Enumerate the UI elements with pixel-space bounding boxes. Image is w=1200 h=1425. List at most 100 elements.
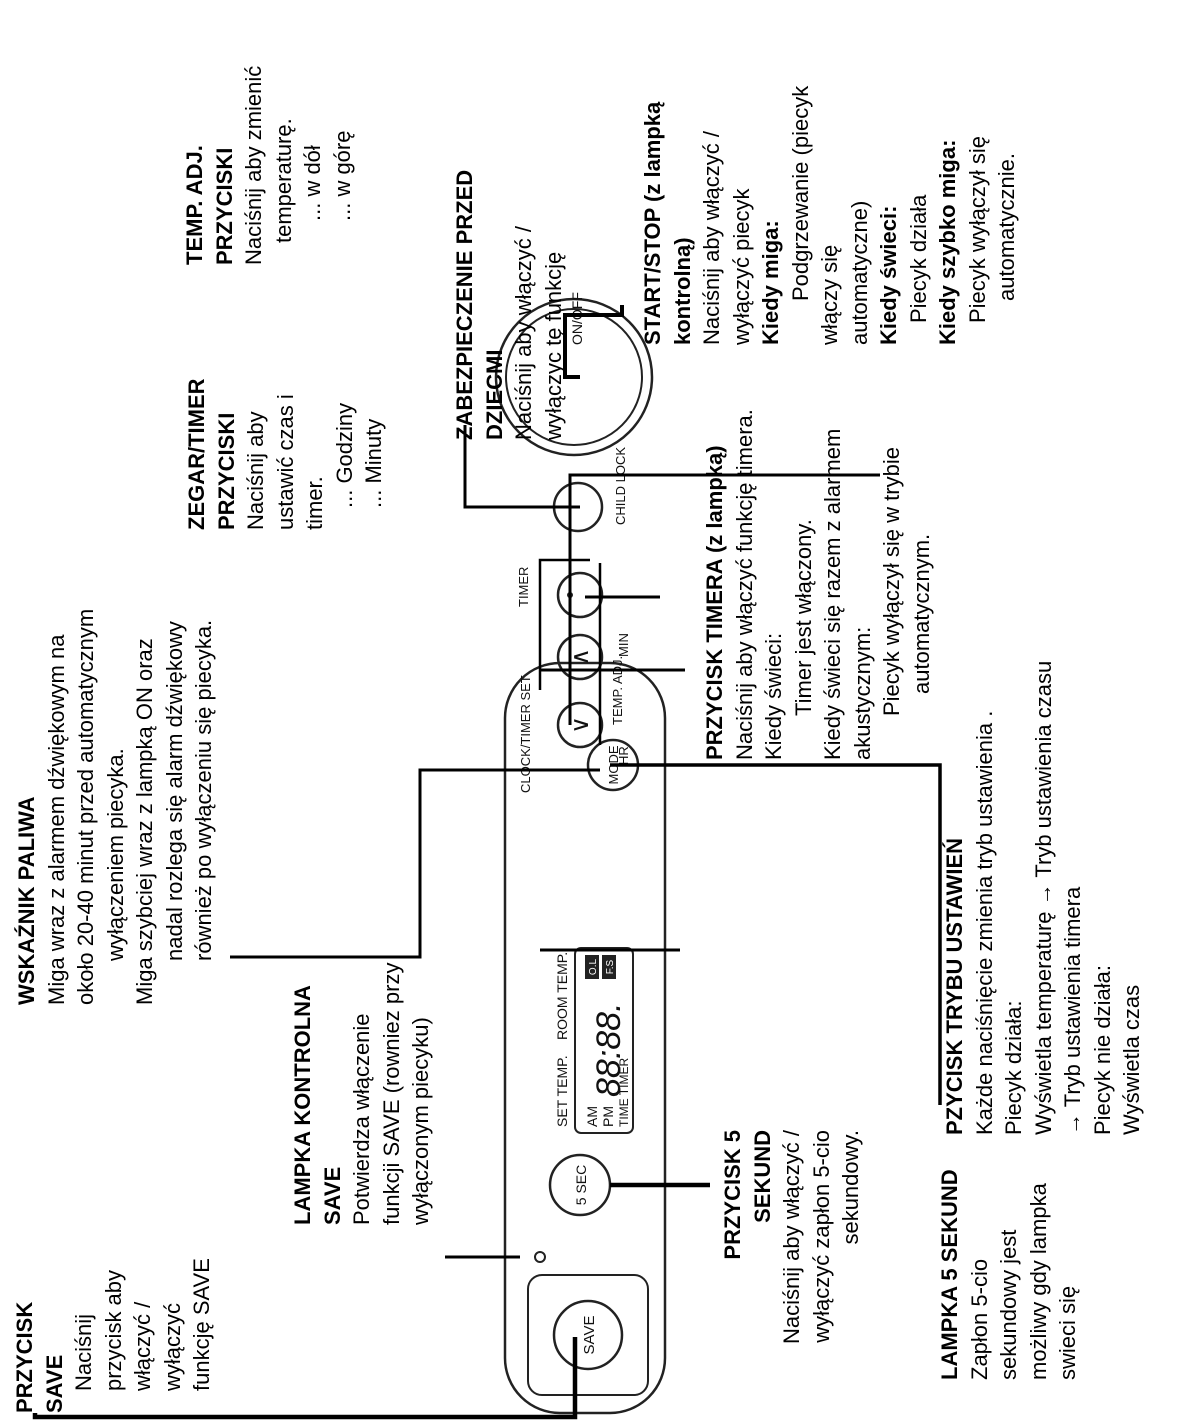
ol-indicator bbox=[585, 955, 599, 979]
start-line: Piecyk działa bbox=[905, 194, 931, 323]
start-line: automatyczne) bbox=[846, 200, 872, 345]
timer-title: PRZYCISK TIMERA (z lampką) bbox=[702, 445, 727, 760]
clock-line: ... Minuty bbox=[361, 418, 386, 508]
timer-line: Kiedy świeci: bbox=[761, 632, 786, 760]
panel-outline bbox=[503, 661, 667, 1415]
panel-fs: F.S bbox=[605, 959, 616, 974]
start-stop-callout: START/STOP (z lampką kontrolną) Naciśnij… bbox=[638, 86, 1022, 345]
save-button-frame bbox=[527, 1274, 649, 1396]
mode-line: Piecyk nie działa: bbox=[1089, 965, 1115, 1135]
mode-line: Każde naciśnięcie zmienia tryb ustawieni… bbox=[971, 710, 997, 1135]
clock-line: Naciśnij aby bbox=[243, 411, 268, 530]
child-title-1: ZABEZPIECZENIE PRZED bbox=[452, 169, 477, 440]
lamp5-line: Zapłon 5-cio bbox=[966, 1258, 992, 1380]
save-line: funkcję SAVE bbox=[189, 1258, 214, 1391]
save-line: włączyć / bbox=[130, 1301, 155, 1391]
save-lamp-line: wyłączonym piecyku) bbox=[408, 1017, 433, 1225]
fuel-line: nadal rozlega się alarm dźwiękowy bbox=[161, 621, 187, 961]
panel-save-label: SAVE bbox=[581, 1316, 598, 1355]
fuel-indicator-callout: WSKAŹNIK PALIWA Miga wraz z alarmem dźwi… bbox=[12, 609, 219, 1005]
start-title-2: kontrolną) bbox=[669, 237, 695, 345]
save-lamp-title-1: LAMPKA KONTROLNA bbox=[290, 985, 315, 1225]
start-line: włączy się bbox=[817, 244, 842, 345]
mode-line: Wyświetla czas bbox=[1119, 984, 1144, 1135]
five-sec-lamp-callout: LAMPKA 5 SEKUND Zapłon 5-cio sekundowy j… bbox=[935, 1169, 1083, 1380]
lamp5-line: swieci się bbox=[1055, 1285, 1080, 1380]
temp-line: ... w dół bbox=[300, 145, 325, 221]
up-button bbox=[556, 633, 604, 681]
timer-line: Timer jest włączony. bbox=[790, 519, 816, 716]
start-when-fast-blinks: Kiedy szybko miga: bbox=[935, 139, 960, 345]
panel-pm: PM bbox=[600, 1106, 616, 1127]
btn5-line: sekundowy. bbox=[838, 1130, 863, 1245]
up-chevron-icon: ∧ bbox=[567, 648, 594, 666]
temp-line: Naciśnij aby zmienić bbox=[241, 65, 266, 265]
fuel-line: około 20-40 minut przed automatycznym bbox=[73, 608, 98, 1005]
on-off-ring bbox=[494, 297, 654, 457]
start-when-lit: Kiedy świeci: bbox=[876, 205, 901, 345]
start-line: wyłączyć piecyk bbox=[728, 188, 754, 345]
save-lamp bbox=[534, 1251, 546, 1263]
clock-line: timer. bbox=[302, 476, 327, 530]
panel-child-lock: CHILD LOCK bbox=[613, 447, 628, 525]
clock-title-1: ZEGAR/TIMER bbox=[184, 378, 209, 530]
timer-line: Piecyk wyłączył się w trybie bbox=[879, 447, 904, 716]
lamp5-title: LAMPKA 5 SEKUND bbox=[937, 1169, 962, 1380]
panel-temp-adj: TEMP. ADJ. bbox=[610, 656, 625, 725]
btn5-title-1: PRZYCISK 5 bbox=[720, 1130, 745, 1260]
child-line: wyłączyc tę funkcję bbox=[540, 251, 566, 440]
panel-room-temp: ROOM TEMP. bbox=[554, 952, 570, 1040]
timer-line: automatycznym. bbox=[908, 533, 934, 694]
on-off-button bbox=[505, 308, 643, 446]
btn5-title-2: SEKUND bbox=[749, 1130, 775, 1223]
start-line: Naciśnij aby włączyć / bbox=[699, 131, 724, 345]
timer-line: akustycznym: bbox=[849, 626, 875, 760]
panel-clock-timer-set: CLOCK/TIMER SET bbox=[518, 675, 533, 793]
mode-line: Wyświetla temperaturę → Tryb ustawienia … bbox=[1030, 660, 1056, 1135]
display-window bbox=[574, 947, 634, 1134]
mode-title: PZYCISK TRYBU USTAWIEŃ bbox=[942, 837, 967, 1135]
save-line: wyłączyć bbox=[159, 1302, 185, 1391]
save-callout: PRZYCISK SAVE Naciśnij przycisk aby włąc… bbox=[10, 1258, 217, 1413]
temp-adj-callout: TEMP. ADJ. PRZYCISKI Naciśnij aby zmieni… bbox=[180, 66, 357, 265]
mode-line: → Tryb ustawienia timera bbox=[1060, 886, 1085, 1135]
fuel-line: Miga wraz z alarmem dźwiękowym na bbox=[43, 634, 69, 1005]
clock-title-2: PRZYCISKI bbox=[213, 412, 239, 530]
start-when-blinks: Kiedy miga: bbox=[758, 220, 783, 345]
clock-line: ... Godziny bbox=[331, 402, 357, 508]
panel-ol: O.L bbox=[588, 959, 599, 976]
lamp5-line: możliwy gdy lampka bbox=[1025, 1183, 1051, 1380]
save-title-1: PRZYCISK bbox=[12, 1301, 37, 1413]
timer-line: Naciśnij aby włączyć funkcję timera. bbox=[731, 409, 757, 760]
fuel-line: wyłączeniem piecyka. bbox=[102, 748, 128, 961]
start-line: Podgrzewanie (piecyk bbox=[787, 85, 813, 301]
btn5-line: wyłączyć zapłon 5-cio bbox=[808, 1130, 834, 1343]
timer-callout: PRZYCISK TIMERA (z lampką) Naciśnij aby … bbox=[700, 409, 936, 760]
leader-lines bbox=[32, 305, 942, 1420]
fs-indicator bbox=[602, 955, 616, 979]
save-lamp-line: funkcji SAVE (rowniez przy bbox=[378, 962, 404, 1225]
fuel-title: WSKAŹNIK PALIWA bbox=[14, 796, 39, 1005]
clock-timer-callout: ZEGAR/TIMER PRZYCISKI Naciśnij aby ustaw… bbox=[182, 378, 389, 530]
panel-set-temp: SET TEMP. bbox=[554, 1055, 570, 1127]
clock-line: ustawić czas i bbox=[272, 394, 298, 530]
panel-5sec-label: 5 SEC bbox=[573, 1165, 589, 1205]
panel-min: MIN bbox=[616, 633, 631, 657]
fuel-line: Miga szybciej wraz z lampką ON oraz bbox=[132, 638, 157, 1005]
save-lamp-line: Potwierdza włączenie bbox=[349, 1013, 374, 1225]
panel-on-off: ON/OFF bbox=[569, 292, 585, 345]
btn5-line: Naciśnij aby włączyć / bbox=[779, 1130, 804, 1344]
temp-line: temperaturę. bbox=[270, 118, 296, 243]
temp-title-2: PRZYCISKI bbox=[211, 147, 237, 265]
child-line: Naciśnij aby włączyć / bbox=[511, 226, 536, 440]
down-button bbox=[556, 701, 604, 749]
fuel-line: również po wyłączeniu się piecyka. bbox=[191, 619, 216, 961]
start-title-1: START/STOP (z lampką bbox=[640, 101, 665, 345]
panel-hr: HR bbox=[616, 746, 631, 765]
panel-am: AM bbox=[584, 1106, 600, 1127]
panel-time-timer: TIME TIMER bbox=[617, 1058, 631, 1127]
temp-title-1: TEMP. ADJ. bbox=[182, 145, 207, 265]
panel-timer-label: TIMER bbox=[516, 567, 531, 607]
lamp5-line: sekundowy jest bbox=[996, 1229, 1021, 1380]
